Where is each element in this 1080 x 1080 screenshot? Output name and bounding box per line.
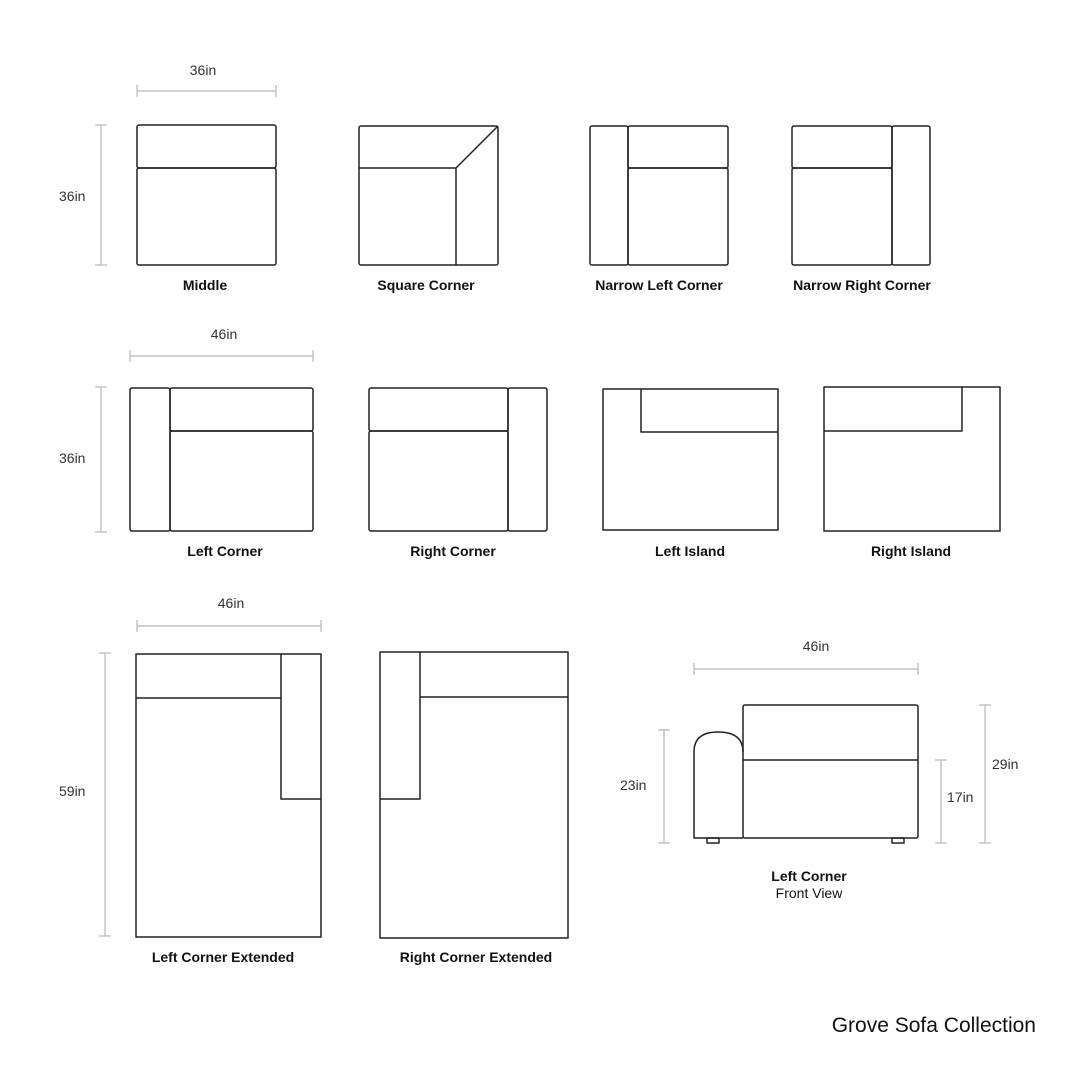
piece-left-corner-extended-drawing — [135, 653, 322, 938]
front-width-label: 46in — [802, 638, 830, 654]
piece-middle-drawing — [136, 124, 277, 266]
row2-width-label: 46in — [210, 326, 238, 342]
front-arm-height-dimension-line — [658, 729, 670, 844]
piece-label-right-corner-extended: Right Corner Extended — [399, 949, 553, 965]
piece-left-island-drawing — [602, 388, 779, 531]
row3-depth-label: 59in — [59, 783, 86, 799]
piece-right-corner-extended-drawing — [379, 651, 569, 939]
piece-narrow-left-corner-drawing — [589, 125, 729, 266]
front-view-label: Left Corner — [771, 868, 847, 884]
piece-left-corner-drawing — [129, 387, 314, 532]
front-back-height-dimension-line — [979, 704, 991, 844]
piece-right-island-drawing — [823, 386, 1001, 532]
piece-label-middle: Middle — [182, 277, 228, 293]
front-back-height-label: 29in — [992, 756, 1019, 772]
front-seat-height-label: 17in — [947, 789, 974, 805]
row1-width-label: 36in — [189, 62, 217, 78]
piece-label-square-corner: Square Corner — [377, 277, 475, 293]
row1-width-dimension-line — [136, 85, 277, 97]
piece-label-left-corner-extended: Left Corner Extended — [151, 949, 295, 965]
front-seat-height-dimension-line — [935, 759, 947, 844]
front-view-left-corner-drawing — [693, 704, 919, 844]
collection-title: Grove Sofa Collection — [831, 1014, 1036, 1037]
piece-right-corner-drawing — [368, 387, 548, 532]
row1-depth-dimension-line — [95, 124, 107, 266]
front-width-dimension-line — [693, 663, 919, 675]
piece-label-left-corner: Left Corner — [187, 543, 263, 559]
piece-label-right-corner: Right Corner — [410, 543, 496, 559]
row3-depth-dimension-line — [99, 652, 111, 937]
row2-depth-label: 36in — [59, 450, 86, 466]
front-view-sublabel: Front View — [775, 885, 843, 901]
piece-label-left-island: Left Island — [654, 543, 726, 559]
row1-depth-label: 36in — [59, 188, 86, 204]
piece-label-narrow-left-corner: Narrow Left Corner — [595, 277, 723, 293]
row3-width-dimension-line — [136, 620, 322, 632]
piece-narrow-right-corner-drawing — [791, 125, 931, 266]
row2-width-dimension-line — [129, 350, 314, 362]
piece-square-corner-drawing — [358, 125, 499, 266]
front-arm-height-label: 23in — [620, 777, 647, 793]
piece-label-narrow-right-corner: Narrow Right Corner — [793, 277, 931, 293]
piece-label-right-island: Right Island — [870, 543, 952, 559]
row2-depth-dimension-line — [95, 386, 107, 533]
row3-width-label: 46in — [217, 595, 245, 611]
